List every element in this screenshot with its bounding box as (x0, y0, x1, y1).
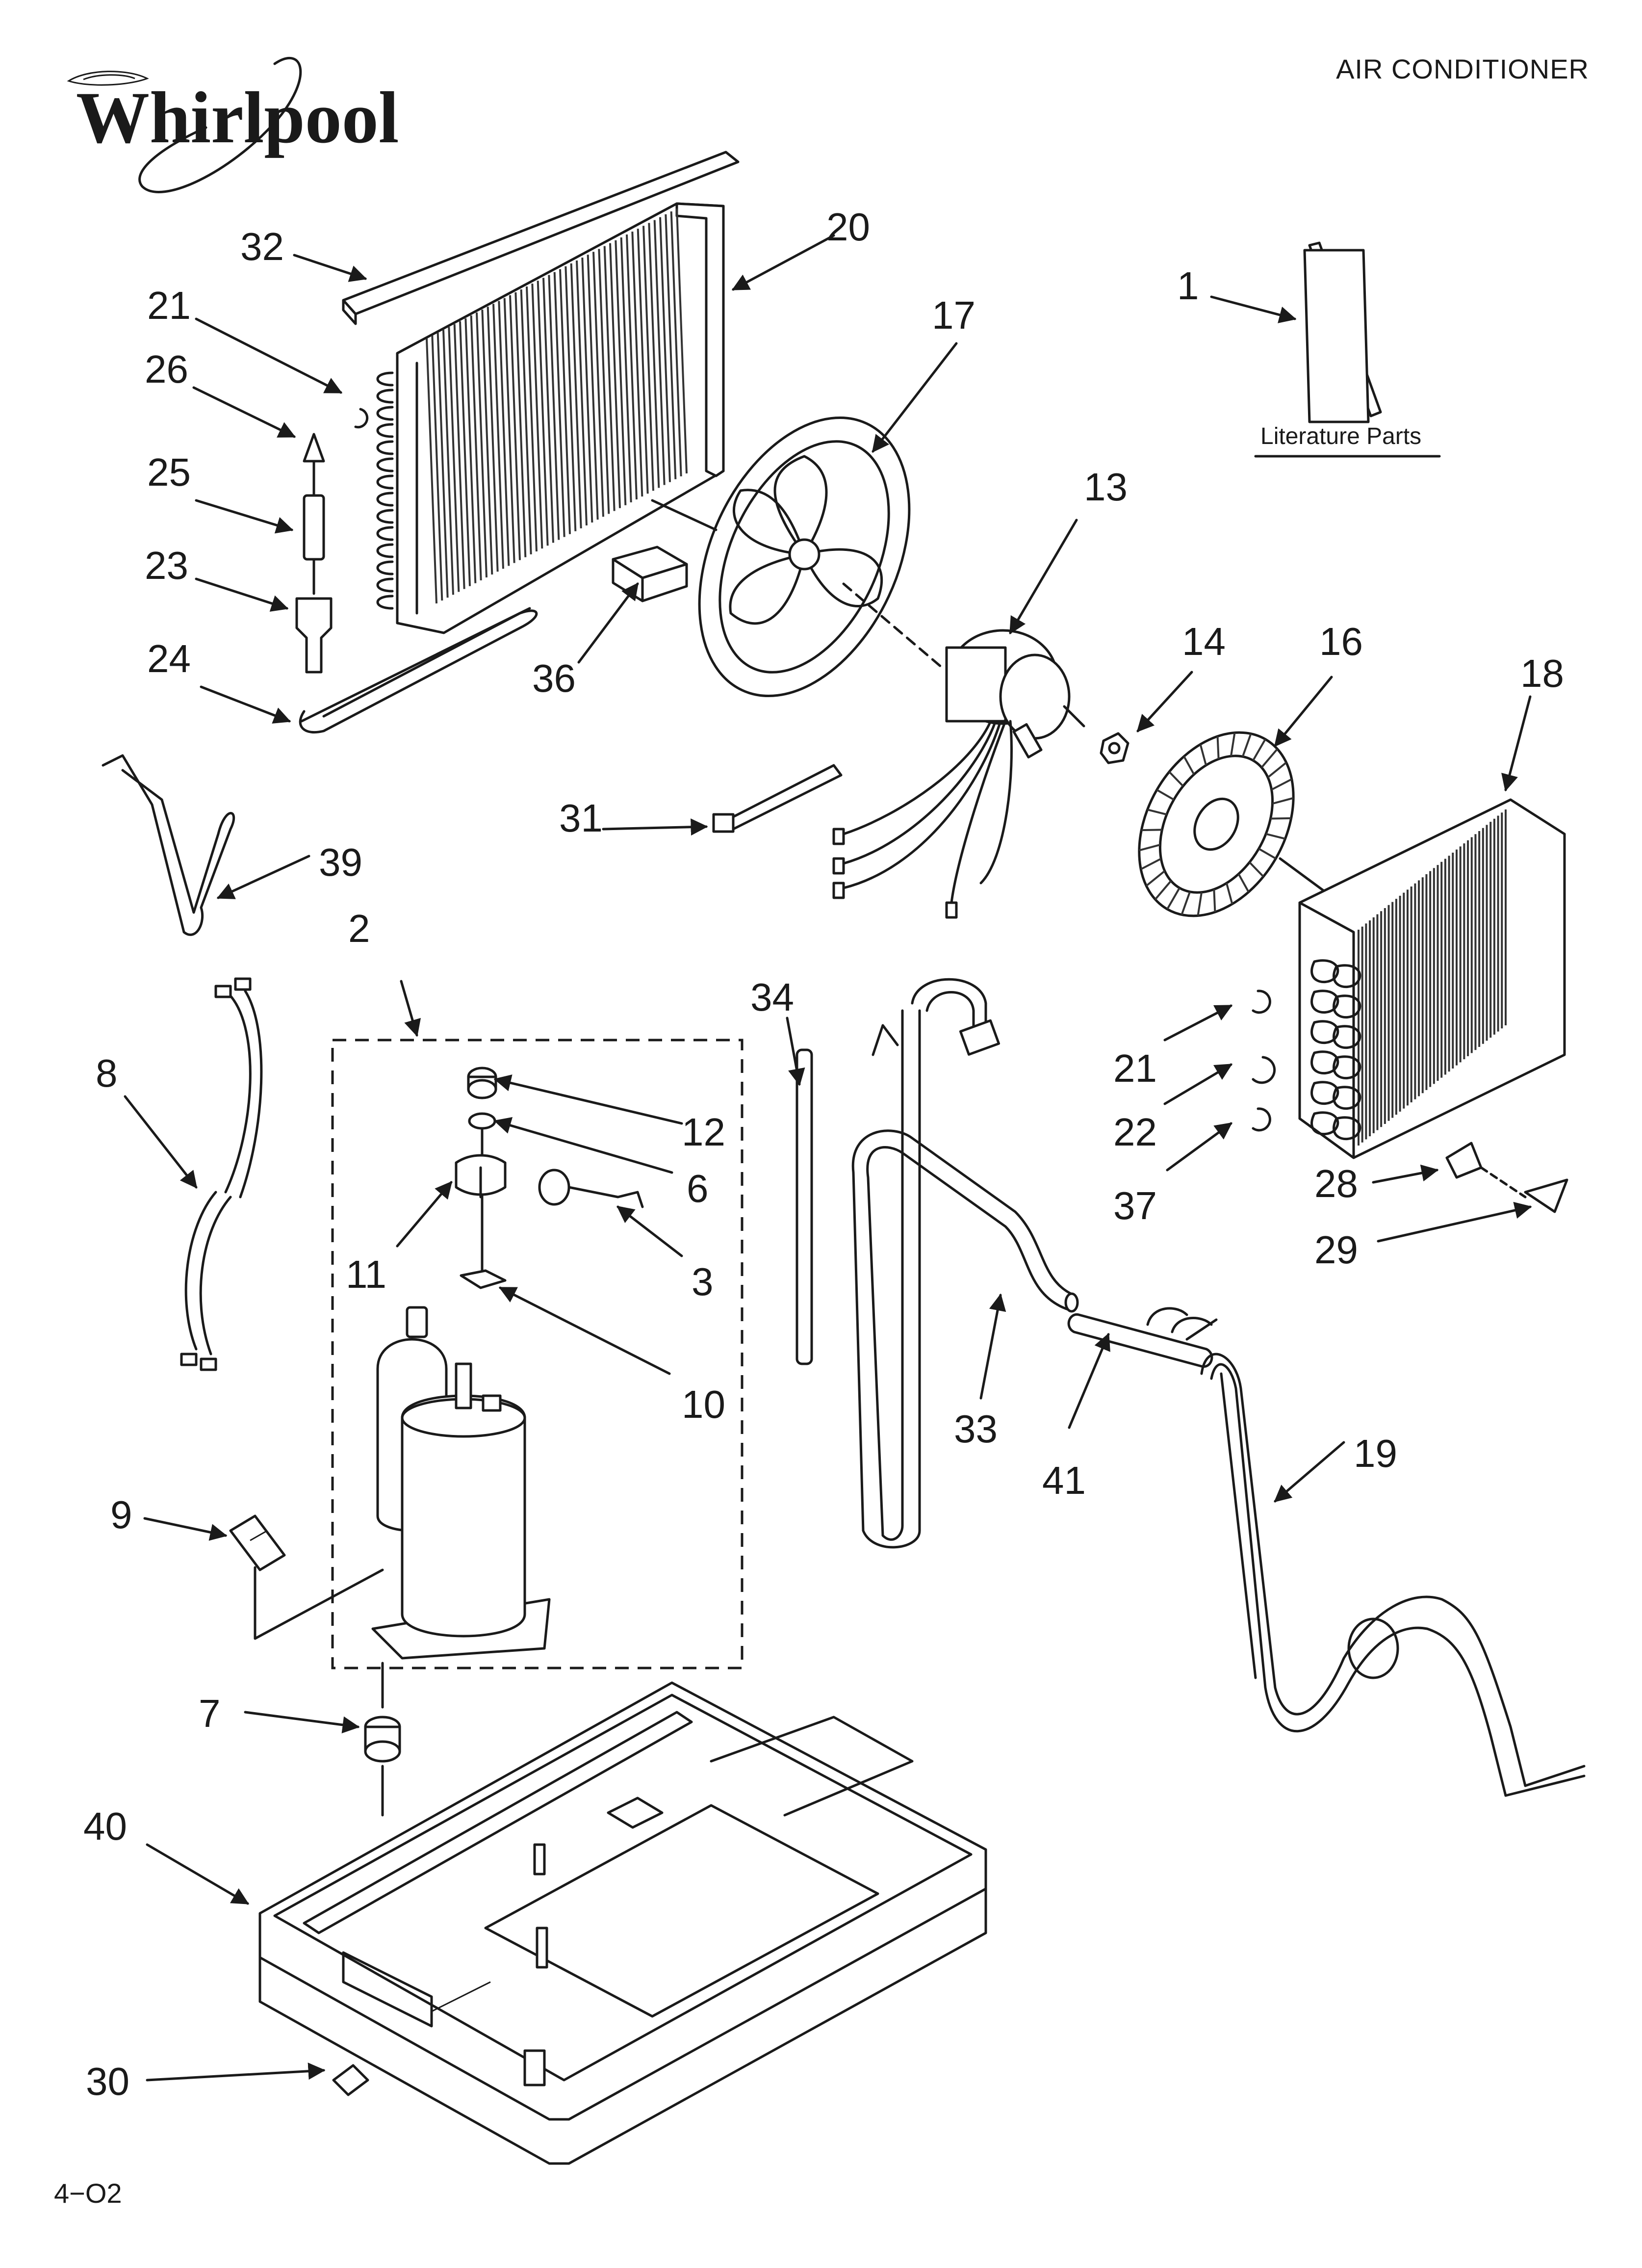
callout-20: 20 (826, 205, 870, 249)
tube-34 (795, 1048, 813, 1365)
callout-29: 29 (1314, 1228, 1358, 1272)
screw-29 (1524, 1178, 1568, 1213)
callout-41: 41 (1042, 1459, 1086, 1502)
literature-booklet (1303, 241, 1382, 423)
blower-wheel (1138, 731, 1375, 929)
clip-21-right (1252, 990, 1271, 1014)
callout-30: 30 (86, 2059, 129, 2103)
callout-6: 6 (687, 1167, 709, 1210)
callout-7: 7 (199, 1692, 221, 1735)
callout-19: 19 (1354, 1432, 1397, 1475)
cable-tie-31 (712, 764, 843, 833)
bracket-28 (1445, 1142, 1483, 1179)
whirlpool-logo: Whirlpool (67, 57, 399, 193)
page-code: 4−O2 (54, 2178, 122, 2209)
hex-nut (1100, 732, 1129, 764)
literature-parts-label: Literature Parts (1260, 423, 1421, 449)
callout-31: 31 (559, 796, 603, 840)
callout-17: 17 (932, 293, 975, 337)
callout-40: 40 (83, 1804, 127, 1848)
tube-23 (295, 597, 333, 674)
compressor-assembly-box (331, 1039, 744, 1669)
callout-8: 8 (96, 1051, 118, 1095)
clip-30 (332, 2064, 369, 2096)
grommet-7 (364, 1716, 401, 1763)
compressor-12-nut (467, 1067, 497, 1099)
callout-2: 2 (348, 907, 370, 950)
callout-21-left: 21 (147, 284, 191, 327)
discharge-tube-33 (851, 978, 1079, 1549)
base-pan-40 (258, 1681, 987, 2165)
compressor (371, 1306, 551, 1660)
wire-harness-8 (180, 977, 263, 1371)
capillary-tubes-19 (1200, 1353, 1586, 1797)
brand-logo-text: Whirlpool (76, 77, 399, 158)
overload-11 (455, 1154, 507, 1199)
condenser-coil (376, 202, 725, 634)
page-title: AIR CONDITIONER (1336, 53, 1589, 84)
callout-28: 28 (1314, 1162, 1358, 1205)
clip-37 (1252, 1107, 1271, 1132)
callout-25: 25 (147, 450, 191, 494)
callout-37: 37 (1113, 1184, 1157, 1227)
callout-16: 16 (1319, 620, 1363, 663)
callout-9: 9 (110, 1493, 132, 1537)
callout-numbers: 1 2 3 6 7 8 9 10 11 12 13 14 16 17 18 19… (83, 205, 1564, 2103)
washer-6 (468, 1112, 496, 1130)
clip-21-left (354, 408, 369, 429)
bracket-10 (460, 1269, 507, 1289)
callout-24: 24 (147, 637, 191, 680)
bracket-39 (102, 754, 235, 936)
callout-33: 33 (954, 1407, 998, 1451)
fan-motor (832, 582, 1085, 919)
callout-26: 26 (145, 347, 188, 391)
callout-39: 39 (319, 840, 362, 884)
callout-18: 18 (1520, 652, 1564, 695)
callout-23: 23 (145, 544, 188, 587)
callout-14: 14 (1182, 620, 1226, 663)
callout-10: 10 (682, 1382, 725, 1426)
leader-lines (124, 234, 1532, 2082)
condenser-fan (651, 416, 911, 698)
callout-3: 3 (692, 1260, 714, 1303)
callout-34: 34 (750, 975, 794, 1019)
callout-36: 36 (532, 656, 576, 700)
callout-13: 13 (1084, 465, 1128, 509)
callout-12: 12 (682, 1110, 725, 1154)
manifold-41 (1067, 1307, 1218, 1368)
callout-21-right: 21 (1113, 1046, 1157, 1090)
sensor-cap-26 (303, 433, 325, 463)
callout-32: 32 (240, 225, 284, 268)
foam-block-36 (612, 546, 688, 602)
heater-loop-24 (299, 609, 538, 734)
callout-1: 1 (1177, 264, 1199, 308)
clip-22 (1252, 1056, 1276, 1084)
terminal-clip-9 (229, 1514, 384, 1640)
sensor-tube-25 (303, 494, 325, 561)
protector-3 (538, 1169, 644, 1208)
callout-11: 11 (346, 1252, 386, 1296)
evaporator-coil (1298, 798, 1566, 1159)
callout-22: 22 (1113, 1110, 1157, 1154)
